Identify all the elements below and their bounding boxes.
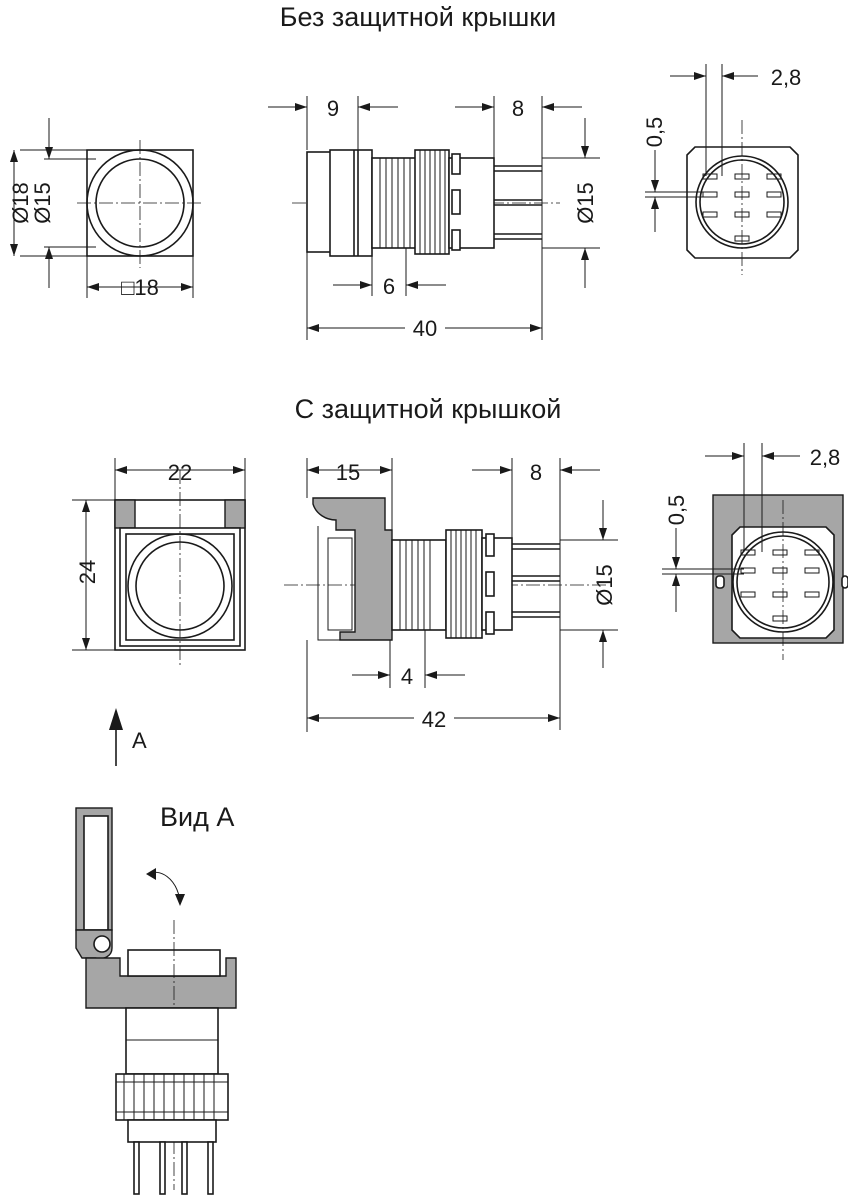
front-view-without-cover: Ø18 Ø15 □18 bbox=[8, 118, 203, 300]
rear-view-with-cover: 2,8 0,5 bbox=[662, 443, 848, 660]
view-a-arrow: А bbox=[109, 708, 147, 766]
title-with-cover: С защитной крышкой bbox=[295, 394, 562, 424]
dim-square-18: □18 bbox=[121, 275, 159, 300]
front-view-with-cover: 22 24 bbox=[72, 458, 246, 665]
view-a-drawing bbox=[75, 807, 237, 1195]
dim-pin-width-0-5: 0,5 bbox=[642, 117, 667, 148]
dim-front-9: 9 bbox=[327, 96, 339, 121]
thread-lines bbox=[379, 158, 411, 248]
dim-pins-8-cover: 8 bbox=[530, 460, 542, 485]
dim-pins-8: 8 bbox=[512, 96, 524, 121]
arrow-a-label: А bbox=[132, 728, 147, 753]
dim-thread-4: 4 bbox=[401, 664, 413, 689]
dim-height-24: 24 bbox=[75, 560, 100, 584]
knurl-lines bbox=[419, 150, 446, 254]
dim-total-40: 40 bbox=[413, 316, 437, 341]
side-view-without-cover: 9 8 Ø15 6 40 bbox=[268, 96, 600, 341]
view-a-title: Вид А bbox=[160, 802, 234, 832]
dim-front-15: 15 bbox=[336, 460, 360, 485]
dim-pin-pitch-2-8: 2,8 bbox=[771, 65, 802, 90]
dim-total-42: 42 bbox=[422, 707, 446, 732]
knurl-lines-3 bbox=[116, 1074, 228, 1120]
dim-dia-15: Ø15 bbox=[30, 182, 55, 224]
dim-body-dia-15: Ø15 bbox=[573, 182, 598, 224]
knurl-lines-2 bbox=[450, 530, 477, 638]
dim-dia-18: Ø18 bbox=[8, 182, 33, 224]
rear-view-without-cover: 2,8 0,5 bbox=[642, 64, 801, 275]
side-view-with-cover: 15 8 Ø15 4 42 bbox=[284, 458, 618, 732]
dim-pin-pitch-2-8-cover: 2,8 bbox=[810, 445, 841, 470]
dim-thread-6: 6 bbox=[383, 274, 395, 299]
title-without-cover: Без защитной крышки bbox=[280, 2, 556, 32]
dim-width-22: 22 bbox=[168, 460, 192, 485]
dim-pin-width-0-5-cover: 0,5 bbox=[664, 495, 689, 526]
dim-body-dia-15-cover: Ø15 bbox=[592, 564, 617, 606]
thread-lines-2 bbox=[399, 540, 431, 630]
